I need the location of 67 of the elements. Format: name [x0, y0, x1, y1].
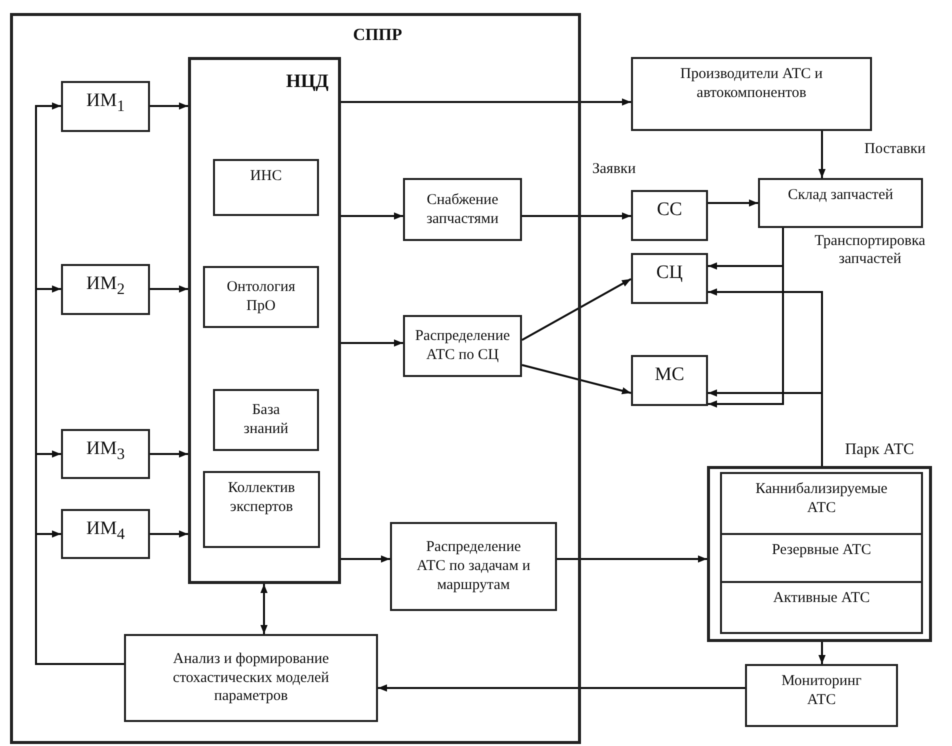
- node-label: ИМ$_{4}$: [86, 517, 125, 545]
- node-label: Мониторинг АТС: [780, 672, 863, 710]
- node-label: Резервные АТС: [772, 541, 872, 560]
- arrow: [708, 389, 823, 466]
- process-box: [631, 190, 708, 241]
- arrow: [522, 364, 632, 394]
- process-box: [403, 315, 522, 377]
- arrow: [150, 285, 188, 293]
- node-label: ИМ$_{3}$: [86, 437, 125, 465]
- arrow: [708, 228, 784, 408]
- node-label: Онтология ПрО: [226, 278, 296, 316]
- node-label: ИМ$_{2}$: [86, 272, 125, 300]
- arrow: [150, 450, 188, 458]
- node-label: База знаний: [242, 401, 290, 439]
- arrow: [557, 555, 707, 563]
- arrow: [341, 339, 403, 347]
- node-label: Коллектив экспертов: [227, 479, 296, 516]
- arrow: [341, 212, 403, 220]
- row-box: [720, 533, 923, 583]
- heading: НЦД: [286, 70, 329, 94]
- arrow: [150, 530, 188, 538]
- arrow: [341, 555, 390, 563]
- arrow: [35, 530, 124, 665]
- process-box: [61, 264, 150, 315]
- node-label: Распределение АТС по СЦ: [414, 327, 511, 365]
- arrow: [341, 98, 631, 106]
- arrow: [818, 642, 826, 664]
- process-box: [61, 509, 150, 559]
- arrow: [260, 584, 268, 634]
- node-label: Производители АТС и автокомпонентов: [679, 65, 824, 102]
- process-box: [631, 253, 708, 304]
- row-box: [720, 581, 923, 634]
- process-box: [124, 634, 378, 722]
- process-box: [61, 81, 150, 132]
- process-box: [203, 471, 320, 548]
- node-label: МС: [654, 363, 684, 387]
- arrow: [522, 278, 632, 341]
- heading: Парк АТС: [845, 440, 914, 460]
- arrow: [818, 131, 826, 178]
- process-box: [745, 664, 898, 727]
- node-label: ИНС: [250, 167, 282, 186]
- arrow: [522, 212, 631, 220]
- process-box: [631, 355, 708, 406]
- node-label: СЦ: [656, 261, 683, 285]
- arrow: [378, 684, 745, 692]
- node-label: Каннибализируемые АТС: [754, 480, 888, 518]
- process-box: [203, 266, 319, 328]
- process-box: [213, 159, 319, 216]
- node-label: Склад запчастей: [788, 186, 894, 205]
- node-label: Анализ и формирование стохастических моделей параметров: [172, 650, 330, 706]
- node-label: СС: [656, 198, 682, 222]
- process-box: [61, 429, 150, 479]
- arrow: [708, 199, 758, 207]
- node-label: Активные АТС: [773, 589, 870, 608]
- process-box: [631, 57, 872, 131]
- heading: СППР: [353, 24, 402, 46]
- row-box: [720, 472, 923, 535]
- process-box: [213, 389, 319, 451]
- node-label: Распределение АТС по задачам и маршрутам: [416, 538, 531, 595]
- node-label: Снабжение запчастями: [425, 190, 500, 228]
- container-box: [188, 57, 341, 584]
- node-label: ИМ$_{1}$: [86, 89, 125, 117]
- arrow: [150, 102, 188, 110]
- process-box: [758, 178, 923, 228]
- process-box: [390, 522, 557, 611]
- system-boundary-box: [10, 13, 581, 744]
- process-box: [403, 178, 522, 241]
